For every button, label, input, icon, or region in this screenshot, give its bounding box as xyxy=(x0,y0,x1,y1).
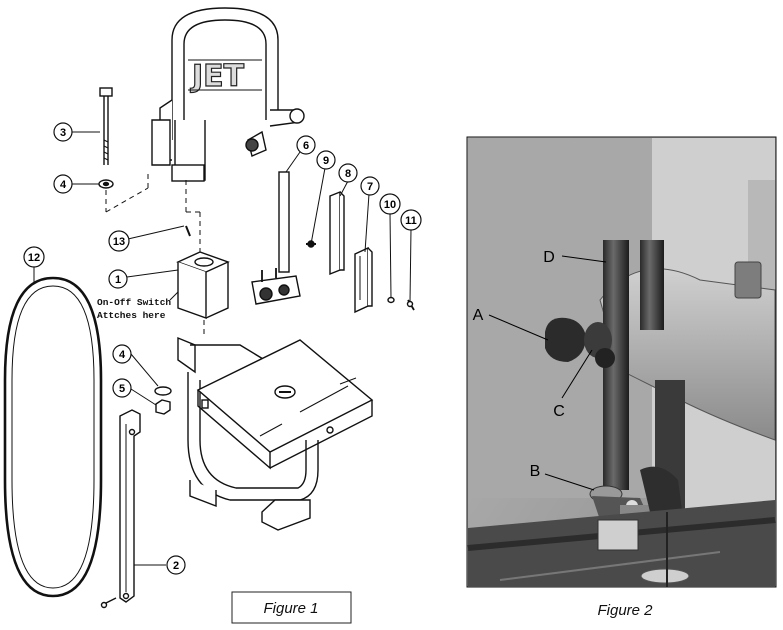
washer-part4-lower xyxy=(154,386,172,396)
blade-band-part12 xyxy=(3,276,103,598)
switch-note-line1: On-Off Switch xyxy=(97,297,171,308)
svg-text:9: 9 xyxy=(323,155,329,167)
callout-10: 10 xyxy=(379,193,401,215)
svg-text:7: 7 xyxy=(367,181,373,193)
nut-part5 xyxy=(155,399,171,415)
guide-post-part6 xyxy=(251,171,301,305)
figure1-caption-text: Figure 1 xyxy=(263,600,318,617)
label-a: A xyxy=(473,307,484,324)
switch-note: On-Off Switch Attches here xyxy=(97,297,171,321)
callout-7: 7 xyxy=(360,176,380,196)
label-b: B xyxy=(530,463,541,480)
svg-text:5: 5 xyxy=(119,383,125,395)
switch-box-part1 xyxy=(169,251,230,319)
svg-text:4: 4 xyxy=(119,349,126,361)
lower-guide-assembly xyxy=(589,466,682,520)
figure2-caption: Figure 2 xyxy=(597,602,653,619)
alignment-lines xyxy=(105,172,205,338)
svg-text:4: 4 xyxy=(60,179,67,191)
label-d: D xyxy=(543,249,555,266)
figure2-photo: D A C B xyxy=(466,136,777,588)
lock-knob xyxy=(545,317,615,368)
guide-bar-part7 xyxy=(354,246,373,314)
callout-1: 1 xyxy=(108,269,128,289)
switch-note-line2: Attches here xyxy=(97,310,166,321)
leader-lines xyxy=(33,131,412,566)
callout-4a: 4 xyxy=(53,174,73,194)
callout-2: 2 xyxy=(166,555,186,575)
callouts: 3 4 13 12 1 4 5 2 6 9 8 7 10 11 xyxy=(23,122,422,575)
guide-bar-part8 xyxy=(329,190,345,276)
callout-13: 13 xyxy=(108,230,130,252)
svg-text:3: 3 xyxy=(60,127,66,139)
svg-text:13: 13 xyxy=(113,236,125,248)
washer-part10 xyxy=(387,296,395,304)
saw-table xyxy=(196,339,374,470)
bolt-part3 xyxy=(99,87,113,165)
jet-logo: JET xyxy=(190,59,245,94)
callout-3: 3 xyxy=(53,122,73,142)
screw-part13 xyxy=(185,225,191,237)
callout-12: 12 xyxy=(23,246,45,268)
svg-text:6: 6 xyxy=(303,140,309,152)
upper-wheel-housing: JET xyxy=(151,7,305,182)
label-c: C xyxy=(553,403,565,420)
svg-text:8: 8 xyxy=(345,168,351,180)
svg-text:10: 10 xyxy=(384,199,396,211)
svg-text:11: 11 xyxy=(405,215,417,227)
callout-4b: 4 xyxy=(112,344,132,364)
svg-text:12: 12 xyxy=(28,252,40,264)
figure1-caption: Figure 1 xyxy=(231,591,352,624)
callout-6: 6 xyxy=(296,135,316,155)
figure1-drawing: JET xyxy=(3,7,415,609)
callout-9: 9 xyxy=(316,150,336,170)
blade-guard-part2 xyxy=(100,409,141,609)
svg-text:1: 1 xyxy=(115,274,121,286)
callout-11: 11 xyxy=(400,209,422,231)
svg-text:2: 2 xyxy=(173,560,179,572)
callout-5: 5 xyxy=(112,378,132,398)
callout-8: 8 xyxy=(338,163,358,183)
